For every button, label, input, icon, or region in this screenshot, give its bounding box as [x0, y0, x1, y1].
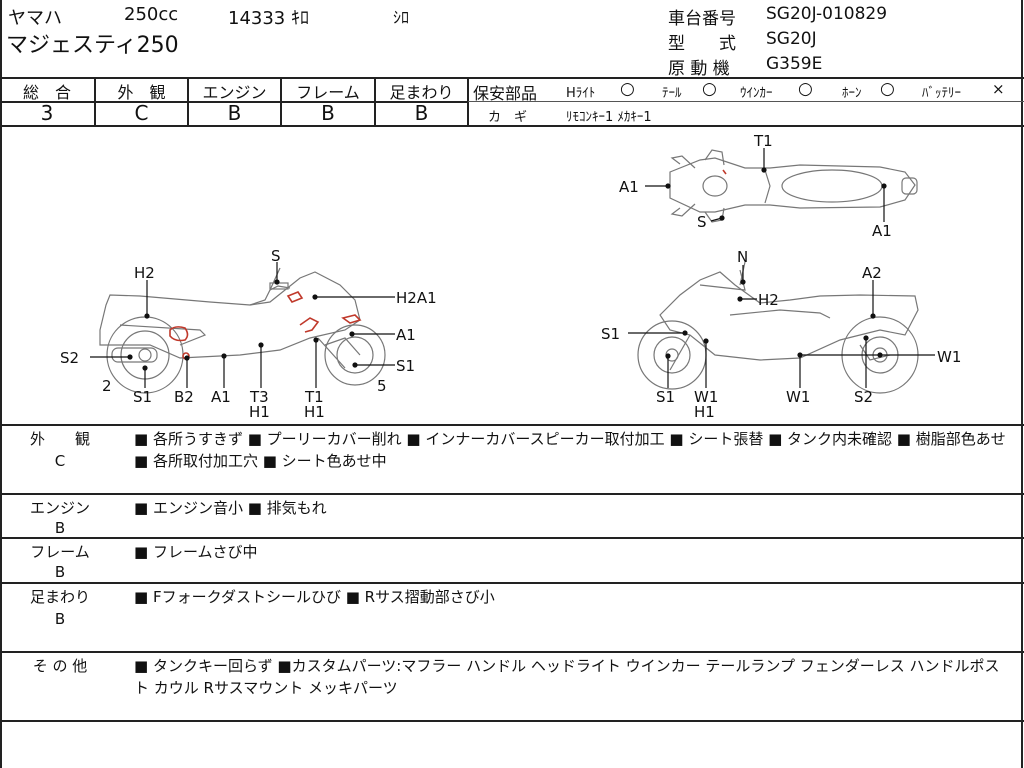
divider-remark-3 [0, 582, 1024, 584]
label-right-w1: W1 [937, 348, 961, 366]
grade-frame-label: フレーム [296, 83, 360, 102]
label-left-h2: H2 [134, 264, 155, 282]
divider-remark-1 [0, 493, 1024, 495]
model-type-label: 型 式 [668, 34, 736, 54]
label-left-a1-bottom: A1 [211, 388, 231, 406]
remark-text-exterior: ■ 各所うすきず ■ プーリーカバー削れ ■ インナーカバースピーカー取付加工 … [134, 430, 1006, 470]
remark-text-engine: ■ エンジン音小 ■ 排気もれ [134, 499, 327, 517]
divider-grades [0, 125, 1024, 127]
safety-winker-mark: ○ [798, 79, 813, 99]
label-left-t3: T3 [249, 388, 269, 406]
label-left-s2: S2 [60, 349, 79, 367]
grade-overall-label: 総 合 [22, 83, 71, 102]
model-name: マジェスティ250 [6, 33, 179, 58]
remark-category-engine: エンジン [29, 499, 90, 517]
remark-category-exterior: 外 観 [29, 430, 90, 448]
remark-grade-frame: B [54, 563, 66, 581]
label-left-s1-right: S1 [396, 357, 415, 375]
engine-model-label: 原 動 機 [668, 59, 730, 79]
remark-category-other: そ の 他 [32, 657, 88, 675]
safety-item-winker: ｳｲﾝｶｰ [740, 86, 773, 101]
label-top-a1-right: A1 [872, 222, 892, 240]
leader-lines [90, 148, 935, 388]
label-right-h1: H1 [694, 403, 715, 421]
key-value: ﾘﾓｺﾝｷｰ1 ﾒｶｷｰ1 [566, 110, 652, 125]
frame-number-label: 車台番号 [668, 9, 736, 29]
remark-category-frame: フレーム [30, 543, 90, 561]
safety-headlight-mark: ○ [620, 79, 635, 99]
label-left-h1: H1 [249, 403, 270, 421]
grade-engine-label: エンジン [202, 83, 267, 102]
frame-number: SG20J-010829 [766, 4, 888, 24]
grade-overall: 3 [40, 101, 54, 125]
grade-divider-2 [187, 77, 189, 126]
model-type: SG20J [766, 29, 817, 49]
label-right-s2: S2 [854, 388, 873, 406]
scooter-left-view [99, 267, 386, 394]
label-right-n: N [737, 248, 748, 266]
divider-diagram [0, 424, 1024, 426]
mileage: 14333 ｷﾛ [228, 8, 309, 29]
label-left-t1: T1 [304, 388, 324, 406]
grade-engine: B [227, 101, 242, 125]
label-right-w1-bottom: W1 [694, 388, 718, 406]
label-left-s1: S1 [133, 388, 152, 406]
remark-grade-exterior: C [54, 452, 66, 470]
label-top-a1-left: A1 [619, 178, 639, 196]
label-right-s1: S1 [601, 325, 620, 343]
remark-category-suspension: 足まわり [29, 588, 90, 606]
remark-text-other: ■ タンクキー回らず ■カスタムパーツ:マフラー ハンドル ヘッドライト ウイン… [134, 657, 1000, 697]
safety-parts-label: 保安部品 [473, 84, 538, 103]
label-top-t1: T1 [753, 132, 773, 150]
label-left-s: S [271, 247, 281, 265]
displacement: 250cc [124, 4, 179, 25]
divider-remark-4 [0, 651, 1024, 653]
label-top-s: S [697, 213, 707, 231]
grade-exterior: C [134, 101, 149, 125]
divider-safety-key [468, 101, 1024, 102]
safety-taillight-mark: ○ [702, 79, 717, 99]
label-left-h1-2: H1 [304, 403, 325, 421]
label-right-a2: A2 [862, 264, 882, 282]
safety-horn-mark: ○ [880, 79, 895, 99]
remark-text-suspension: ■ Fフォークダストシールひび ■ Rサス摺動部さび小 [134, 588, 495, 606]
label-left-5: 5 [377, 377, 387, 395]
grade-divider-4 [374, 77, 376, 126]
safety-item-horn: ﾎｰﾝ [842, 86, 862, 101]
damage-marks [169, 169, 727, 360]
safety-battery-mark: × [992, 80, 1005, 98]
body-color: ｼﾛ [393, 8, 410, 27]
label-right-h2: H2 [758, 291, 779, 309]
grade-divider-1 [94, 77, 96, 126]
grade-exterior-label: 外 観 [117, 83, 166, 102]
scooter-top-view [669, 149, 918, 223]
label-left-b2: B2 [174, 388, 194, 406]
divider-remark-2 [0, 537, 1024, 539]
safety-item-headlight: Hﾗｲﾄ [566, 86, 596, 101]
label-right-w1-mid: W1 [786, 388, 810, 406]
label-left-a1: A1 [396, 326, 416, 344]
safety-item-taillight: ﾃｰﾙ [662, 86, 682, 101]
grade-suspension: B [414, 101, 429, 125]
remark-grade-suspension: B [54, 610, 66, 628]
divider-grade-mid [0, 101, 468, 103]
remark-grade-engine: B [54, 519, 66, 537]
engine-model: G359E [766, 54, 823, 74]
label-right-s1-bottom: S1 [656, 388, 675, 406]
grade-suspension-label: 足まわり [389, 83, 454, 102]
label-left-2: 2 [102, 377, 112, 395]
outer-border-right [1021, 0, 1023, 768]
grade-frame: B [321, 101, 335, 125]
divider-remark-5 [0, 720, 1024, 722]
remark-text-frame: ■ フレームさび中 [134, 543, 258, 561]
key-label: カ ギ [488, 110, 528, 125]
damage-diagram: T1 A1 S A1 S H2 H2A1 A1 S2 S1 2 5 S1 B2 … [60, 132, 961, 421]
grade-divider-3 [280, 77, 282, 126]
outer-border-left [0, 0, 2, 768]
label-left-h2a1: H2A1 [396, 289, 437, 307]
maker-name: ヤマハ [8, 8, 62, 29]
safety-item-battery: ﾊﾞｯﾃﾘｰ [922, 86, 961, 101]
divider-header [0, 77, 1024, 79]
